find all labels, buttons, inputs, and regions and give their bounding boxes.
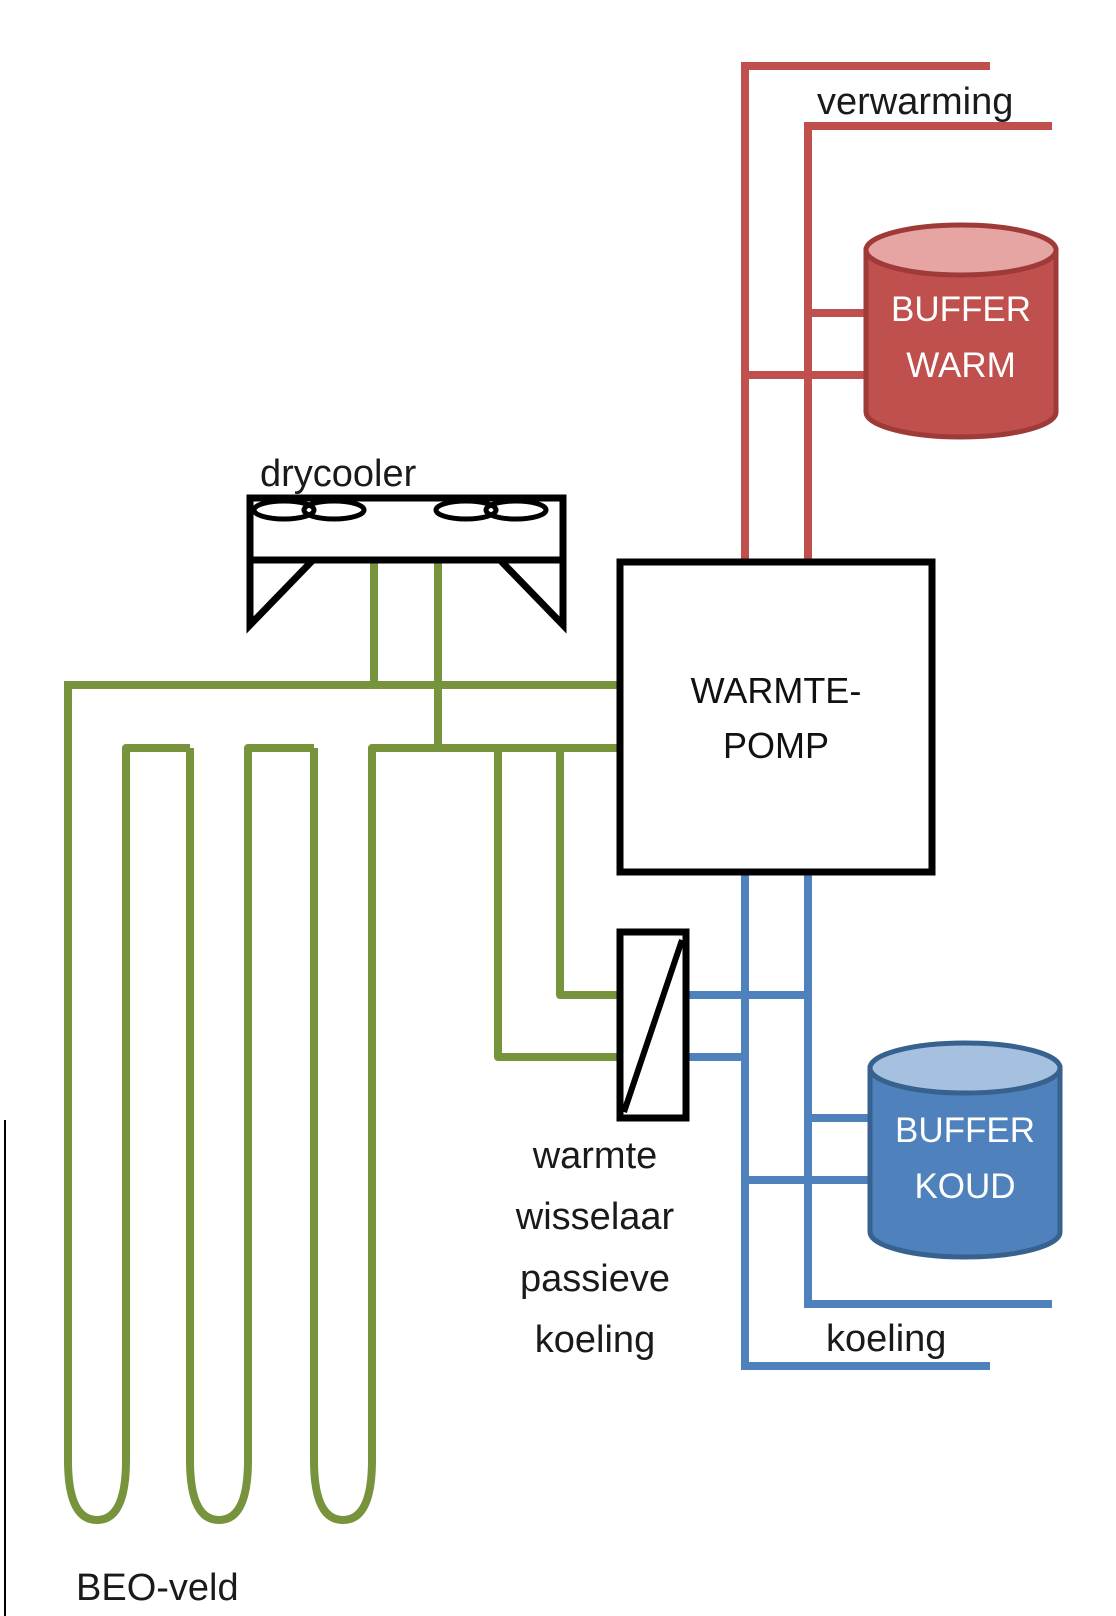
drycooler-leg-right — [497, 557, 567, 634]
drycooler-fan-2 — [301, 498, 367, 522]
borehole-loop-2 — [186, 744, 314, 1524]
buffer-warm-body — [863, 247, 1059, 440]
drycooler-label: drycooler — [260, 453, 417, 495]
heating-circuit — [741, 62, 1052, 562]
cooling-pipe-supply — [741, 872, 990, 1370]
drycooler-leg-left — [246, 557, 316, 634]
cooling-circuit — [686, 872, 1052, 1370]
heating-label: verwarming — [817, 81, 1013, 123]
cooling-label: koeling — [826, 1318, 946, 1360]
heating-pipe-return — [804, 122, 1052, 562]
buffer-cold-label-1: BUFFER — [895, 1111, 1035, 1150]
buffer-cold-label-2: KOUD — [914, 1167, 1015, 1206]
buffer-warm-tank: BUFFER WARM — [863, 222, 1059, 440]
heat-pump: WARMTE- POMP — [616, 558, 936, 876]
drycooler-fan-3 — [433, 498, 499, 522]
buffer-warm-label-2: WARM — [906, 346, 1016, 385]
drycooler-body — [246, 494, 567, 564]
buffer-warm-label-1: BUFFER — [891, 290, 1031, 329]
heat-exchanger — [616, 928, 690, 1122]
heat-pump-label-1: WARMTE- — [691, 670, 862, 711]
buffer-cold-tank: BUFFER KOUD — [867, 1040, 1063, 1260]
hx-label-1: warmte — [532, 1135, 658, 1177]
drycooler-fan-1 — [251, 498, 317, 522]
hx-ground-pipe-upper — [556, 748, 620, 999]
hx-ground-pipe-lower — [494, 748, 620, 1061]
ground-loop-circuit — [64, 562, 620, 1524]
hx-label-3: passieve — [520, 1258, 670, 1300]
heat-exchanger-diagonal — [621, 939, 685, 1113]
heat-pump-label-2: POMP — [723, 725, 829, 766]
buffer-cold-top — [867, 1040, 1063, 1096]
drycooler-unit — [246, 494, 567, 634]
heating-pipe-supply — [741, 62, 990, 562]
hx-label-2: wisselaar — [515, 1196, 675, 1238]
buffer-cold-body — [867, 1065, 1063, 1260]
drycooler-fan-4 — [483, 498, 549, 522]
borehole-loop-1 — [64, 685, 190, 1524]
cooling-pipe-return — [804, 872, 1052, 1308]
beo-field-label: BEO-veld — [76, 1567, 239, 1609]
borehole-loop-3 — [310, 744, 376, 1524]
heat-pump-box — [616, 558, 936, 876]
buffer-warm-top — [863, 222, 1059, 278]
hx-label-4: koeling — [535, 1319, 655, 1361]
